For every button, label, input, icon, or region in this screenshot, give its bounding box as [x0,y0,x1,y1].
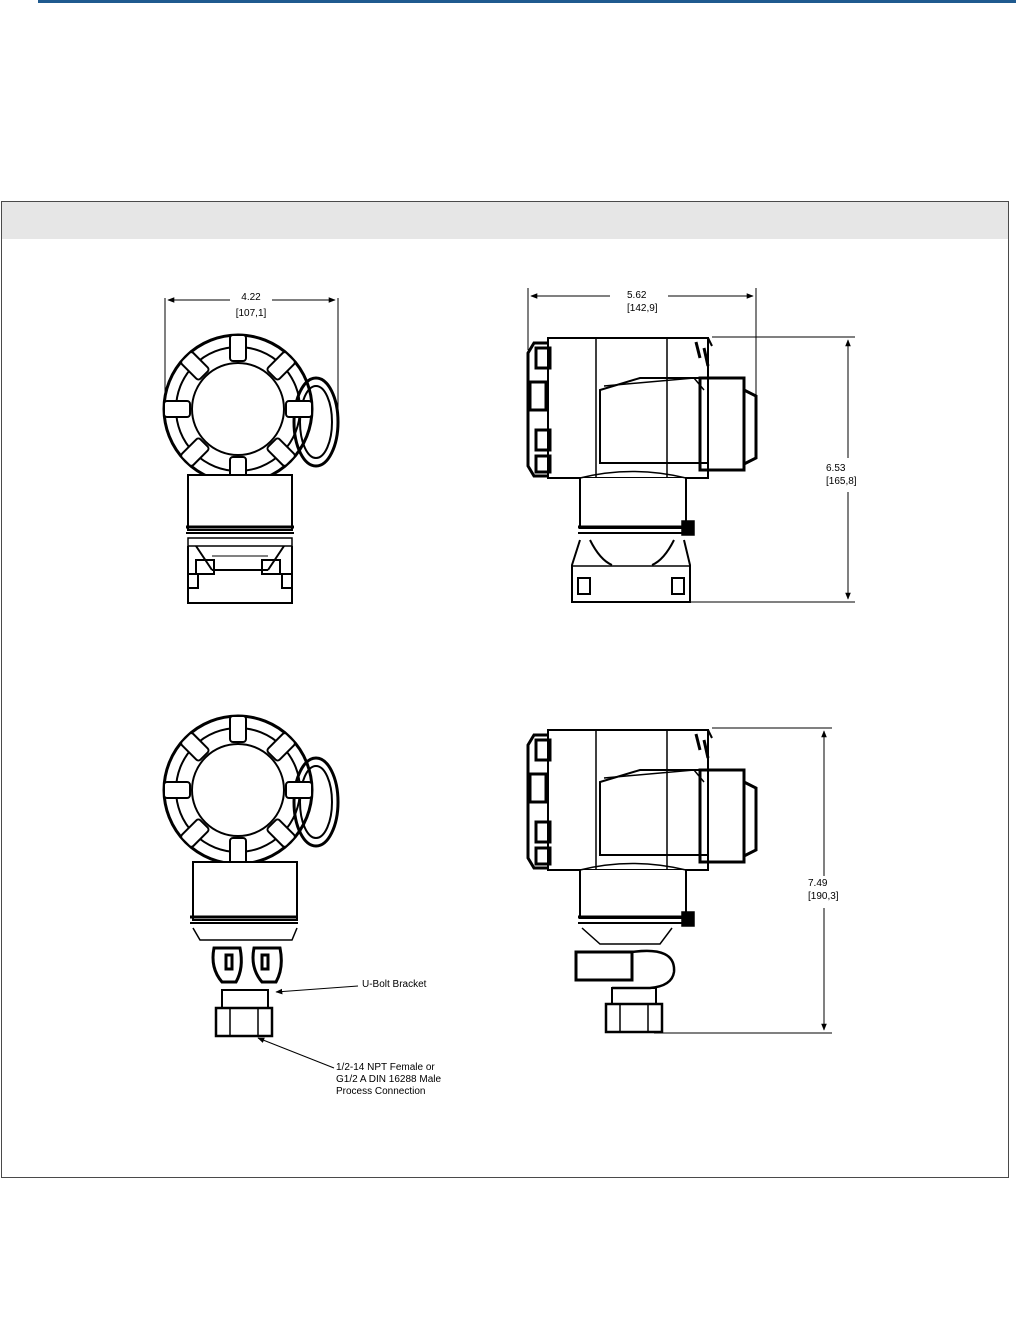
dim-width-side-mm: [142,9] [627,303,658,314]
callout-connection-line-1: 1/2-14 NPT Female or [336,1062,435,1073]
front-view-bottom [164,716,358,1068]
callout-u-bolt-bracket: U-Bolt Bracket [362,979,427,990]
dim-height-side-bottom-mm: [190,3] [808,891,839,902]
front-view-top [164,298,338,603]
callout-connection-line-2: G1/2 A DIN 16288 Male [336,1074,442,1085]
side-view-top [528,288,855,602]
dim-width-front-in: 4.22 [241,292,261,303]
side-view-bottom [528,728,832,1033]
dim-height-side-bottom-in: 7.49 [808,878,828,889]
dim-width-side-in: 5.62 [627,290,647,301]
callout-connection-line-3: Process Connection [336,1086,426,1097]
dim-height-side-mm: [165,8] [826,476,857,487]
dim-height-side-in: 6.53 [826,463,846,474]
dim-width-front-mm: [107,1] [236,308,267,319]
